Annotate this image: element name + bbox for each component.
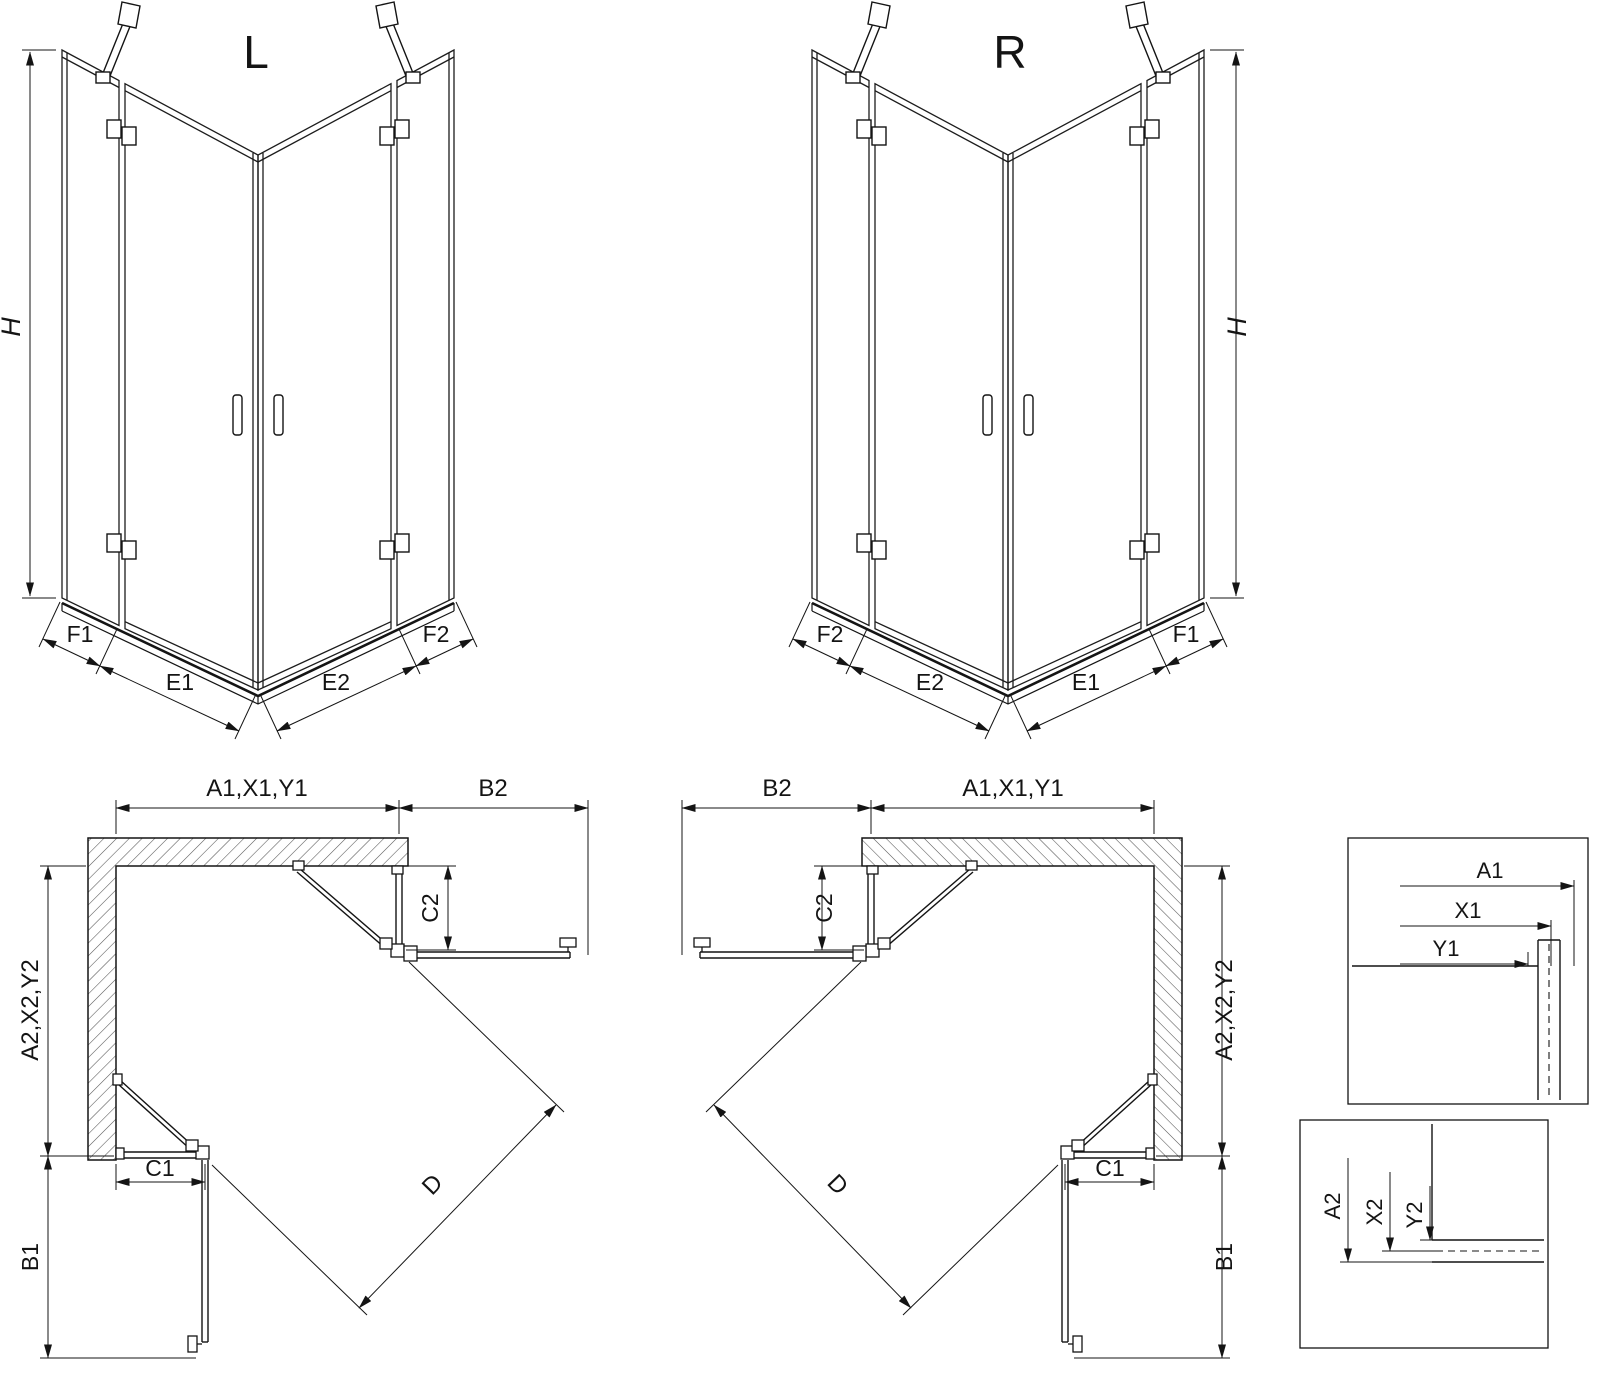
- dim-label-e2-right: E2: [916, 669, 944, 695]
- perspective-view-right: R H F2 E2 E1 F1: [789, 2, 1252, 739]
- dim-label-a1-detail: A1: [1477, 858, 1504, 883]
- dim-label-b1-plan-right: B1: [1211, 1243, 1237, 1271]
- dim-label-c1-plan-left: C1: [145, 1155, 174, 1181]
- view-label-left: L: [243, 26, 269, 78]
- dim-label-a2-detail: A2: [1320, 1193, 1345, 1220]
- detail-depth-profile: [1431, 1124, 1544, 1263]
- dim-label-f2-left: F2: [423, 621, 450, 647]
- dim-label-y2-detail: Y2: [1402, 1202, 1427, 1229]
- detail-width-dims: [1400, 880, 1575, 968]
- dim-label-d-plan-left: D: [417, 1169, 448, 1200]
- dim-label-x2-detail: X2: [1362, 1199, 1387, 1226]
- dim-label-f1-left: F1: [67, 621, 94, 647]
- plan-linework-right: [682, 800, 1230, 1358]
- view-label-right: R: [993, 26, 1026, 78]
- dim-label-h-right: H: [1222, 317, 1252, 337]
- dim-label-b2-plan-left: B2: [478, 775, 507, 802]
- dim-label-h-left: H: [0, 317, 26, 337]
- dim-label-f2-right: F2: [817, 621, 844, 647]
- detail-width-profile: [1352, 939, 1561, 1100]
- dim-label-width-plan-right: A1,X1,Y1: [962, 775, 1063, 802]
- dim-label-b1-plan-left: B1: [17, 1243, 43, 1271]
- detail-view-width: A1 X1 Y1: [1347, 837, 1589, 1105]
- perspective-view-left: L H F1 E1 E2 F2: [0, 2, 477, 739]
- plan-view-left: A1,X1,Y1 B2 C2 A2,X2,Y2 C1 B1 D: [17, 775, 588, 1358]
- dim-label-c2-plan-left: C2: [417, 893, 443, 922]
- dim-label-width-plan-left: A1,X1,Y1: [206, 775, 307, 802]
- dim-label-d-plan-right: D: [822, 1169, 853, 1200]
- dim-label-e1-left: E1: [166, 669, 194, 695]
- dim-label-b2-plan-right: B2: [762, 775, 791, 802]
- dim-label-e1-right: E1: [1072, 669, 1100, 695]
- dim-label-x1-detail: X1: [1455, 898, 1482, 923]
- detail-depth-dims: [1340, 1158, 1436, 1263]
- dim-label-e2-left: E2: [322, 669, 350, 695]
- dim-label-depth-plan-right: A2,X2,Y2: [1211, 959, 1238, 1060]
- plan-view-right: B2 A1,X1,Y1 C2 A2,X2,Y2 C1 B1 D: [682, 775, 1238, 1358]
- dim-label-f1-right: F1: [1173, 621, 1200, 647]
- detail-box-depth: [1299, 1119, 1549, 1349]
- dim-label-c1-plan-right: C1: [1095, 1155, 1124, 1181]
- dim-label-depth-plan-left: A2,X2,Y2: [17, 959, 44, 1060]
- detail-view-depth: A2 X2 Y2: [1299, 1119, 1549, 1349]
- dim-label-y1-detail: Y1: [1433, 936, 1460, 961]
- detail-box-width: [1347, 837, 1589, 1105]
- dim-label-c2-plan-right: C2: [811, 893, 837, 922]
- plan-linework-left: [40, 800, 588, 1358]
